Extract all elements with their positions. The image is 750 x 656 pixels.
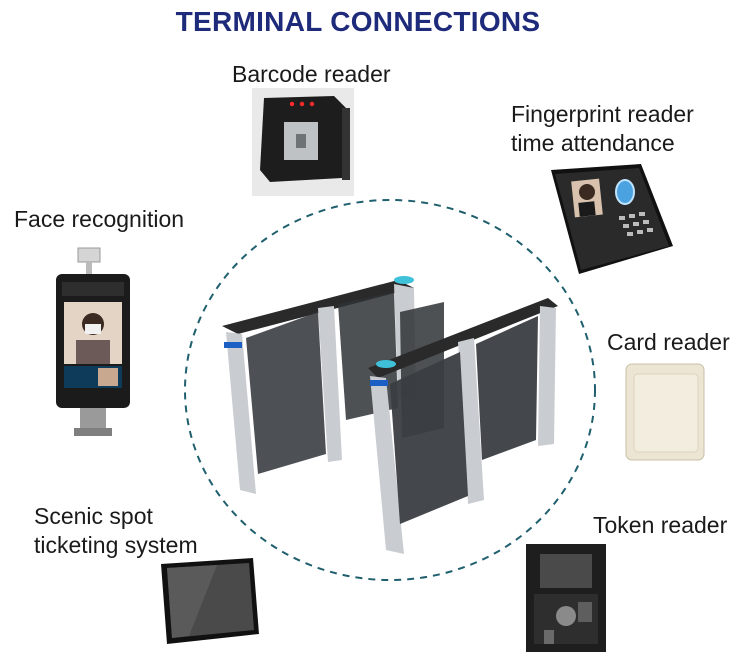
page-title: TERMINAL CONNECTIONS bbox=[175, 6, 541, 37]
swing-gate-turnstile-icon bbox=[222, 276, 558, 554]
token-reader-label: Token reader bbox=[593, 512, 728, 538]
token-reader-icon bbox=[526, 544, 606, 652]
scenic-spot-label-line1: Scenic spot bbox=[34, 503, 153, 529]
fingerprint-reader-label-line2: time attendance bbox=[511, 130, 675, 156]
card-reader-label: Card reader bbox=[607, 329, 730, 355]
barcode-reader-icon bbox=[252, 88, 354, 196]
fingerprint-reader-label-line1: Fingerprint reader bbox=[511, 101, 694, 127]
face-recognition-terminal-icon bbox=[56, 247, 130, 436]
barcode-reader-label: Barcode reader bbox=[232, 61, 391, 87]
monitor-icon bbox=[161, 558, 259, 644]
face-recognition-label: Face recognition bbox=[14, 206, 185, 232]
scenic-spot-label-line2: ticketing system bbox=[34, 532, 198, 558]
fingerprint-terminal-icon bbox=[551, 164, 673, 274]
card-reader-icon bbox=[625, 363, 705, 461]
connection-circle bbox=[184, 199, 596, 581]
